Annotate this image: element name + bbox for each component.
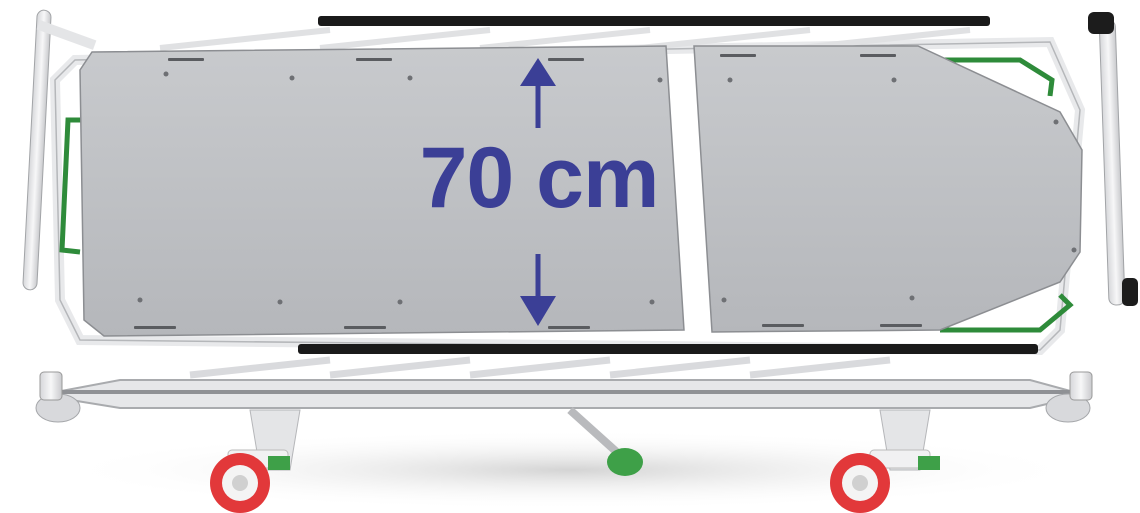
push-handle-left	[22, 9, 97, 291]
panel-rivets	[137, 71, 1077, 305]
grip-right-top	[920, 57, 1055, 97]
top-linkage	[159, 27, 971, 51]
platform-panel-right	[693, 45, 1083, 333]
side-rail-top	[318, 16, 990, 26]
brake-pedal	[607, 448, 643, 476]
grip-left	[59, 117, 86, 255]
side-rail-bottom	[298, 344, 1038, 354]
caster-right	[830, 449, 940, 513]
grip-right-bottom	[940, 293, 1074, 333]
dimension-label: 70 cm	[419, 130, 660, 226]
panel-slots	[134, 54, 922, 329]
dimension-arrows	[520, 58, 556, 326]
floor-shadow	[50, 430, 1090, 510]
caster-left	[210, 449, 290, 513]
push-handle-right	[1088, 12, 1138, 306]
platform-panel-left	[79, 45, 685, 337]
corner-bumpers	[35, 371, 1093, 423]
